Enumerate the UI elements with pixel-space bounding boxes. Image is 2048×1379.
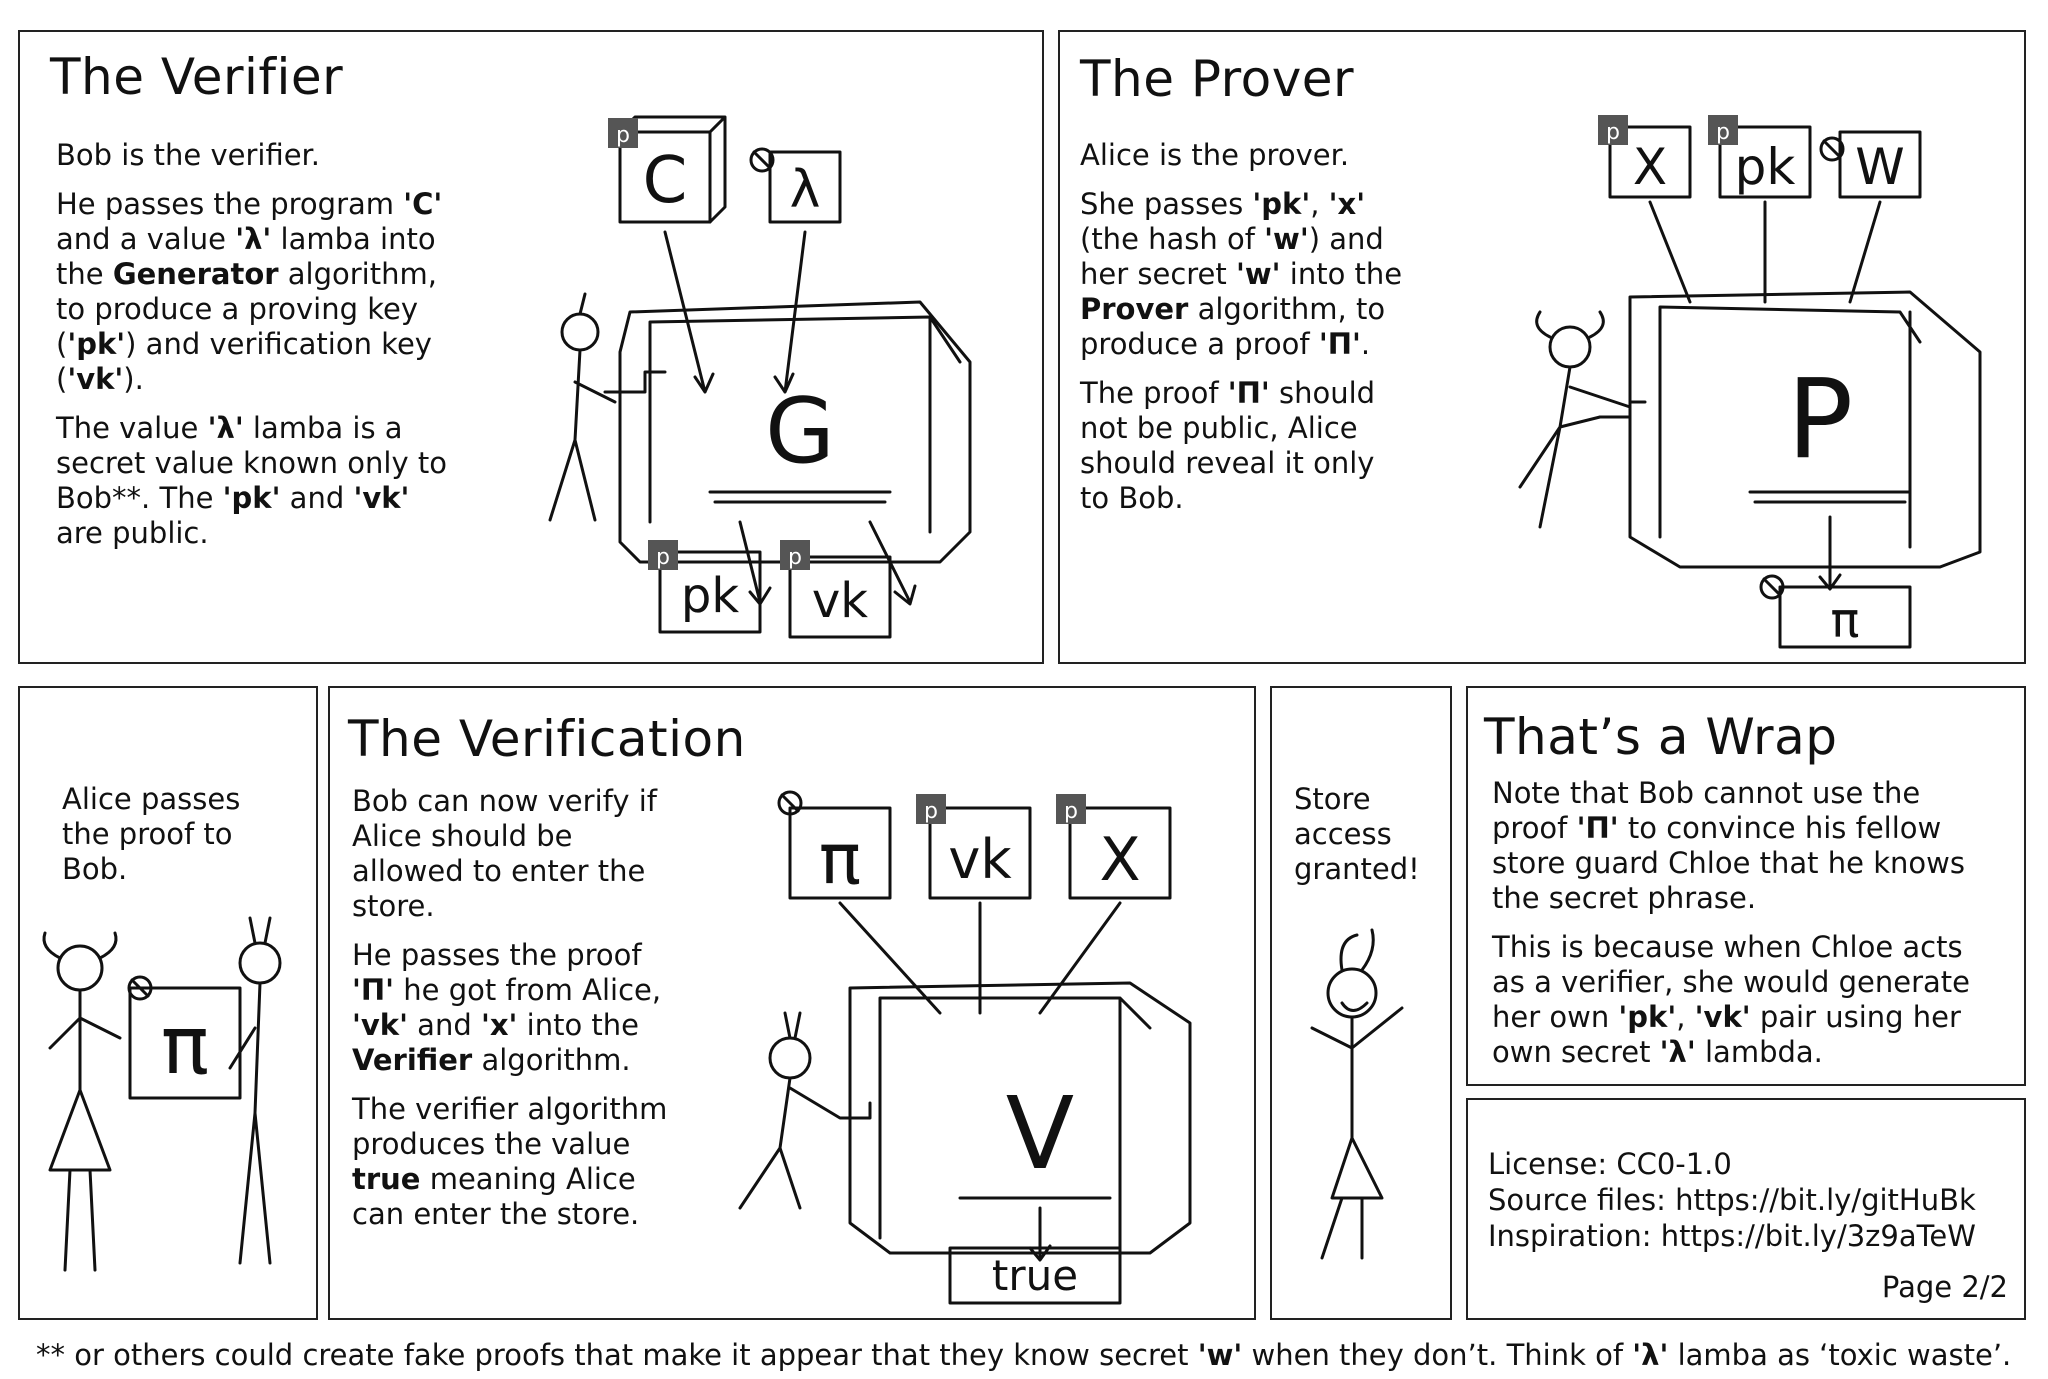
panel-prover: The Prover Alice is the prover. She pass… — [1058, 30, 2026, 664]
svg-text:p: p — [616, 123, 630, 148]
verification-illustration: π vk p X p V true — [710, 768, 1240, 1313]
panel-verification: The Verification Bob can now verify if A… — [328, 686, 1256, 1320]
paragraph: He passes the proof 'Π' he got from Alic… — [352, 938, 662, 1077]
svg-text:p: p — [1606, 120, 1620, 145]
inspiration-link[interactable]: Inspiration: https://bit.ly/3z9aTeW — [1488, 1219, 1976, 1253]
svg-text:λ: λ — [790, 160, 821, 220]
panel-title: The Verification — [348, 710, 746, 768]
generator-letter: G — [765, 379, 835, 484]
handoff-illustration: π — [30, 888, 310, 1308]
paragraph: He passes the program 'C' and a value 'λ… — [56, 187, 443, 396]
panel-title: That’s a Wrap — [1484, 708, 1838, 766]
svg-text:W: W — [1855, 138, 1904, 196]
celebration-illustration — [1282, 918, 1447, 1308]
panel-text: Bob can now verify if Alice should be al… — [352, 784, 692, 1246]
svg-text:X: X — [1099, 825, 1140, 895]
secret-icon — [749, 147, 775, 173]
input-card-c: C — [618, 115, 727, 224]
granted-text: Store access granted! — [1294, 782, 1420, 886]
handoff-text: Alice passes the proof to Bob. — [62, 782, 241, 886]
svg-text:C: C — [643, 144, 688, 218]
panel-verifier: The Verifier Bob is the verifier. He pas… — [18, 30, 1044, 664]
svg-text:π: π — [1831, 593, 1860, 649]
input-card-lambda: λ — [768, 150, 842, 224]
license-line: License: CC0-1.0 — [1488, 1147, 1732, 1181]
panel-title: The Verifier — [50, 48, 344, 106]
secret-icon — [127, 975, 153, 1001]
svg-text:vk: vk — [812, 573, 868, 629]
svg-text:p: p — [1716, 120, 1730, 145]
paragraph: The proof 'Π' should not be public, Alic… — [1080, 376, 1376, 515]
page-number: Page 2/2 — [1881, 1270, 2008, 1304]
prover-letter: P — [1787, 355, 1853, 483]
svg-text:X: X — [1633, 138, 1667, 196]
secret-icon — [777, 790, 803, 816]
panel-granted: Store access granted! — [1270, 686, 1452, 1320]
secret-icon — [1819, 136, 1845, 162]
svg-text:π: π — [819, 818, 861, 900]
public-badge-icon — [1598, 115, 1628, 145]
paragraph: Bob is the verifier. — [56, 138, 321, 172]
public-badge-icon — [916, 794, 946, 824]
verifier-letter: V — [1006, 1075, 1074, 1192]
prover-illustration: X p pk p W P π — [1430, 87, 2010, 657]
generator-illustration: C p λ G pk — [490, 82, 1010, 652]
paragraph: The verifier algorithm produces the valu… — [352, 1092, 668, 1231]
source-link[interactable]: Source files: https://bit.ly/gitHuBk — [1488, 1183, 1976, 1217]
svg-text:p: p — [788, 545, 802, 570]
panel-license: License: CC0-1.0 Source files: https://b… — [1466, 1098, 2026, 1320]
paragraph: This is because when Chloe acts as a ver… — [1492, 930, 1970, 1069]
panel-text: Alice is the prover. She passes 'pk', 'x… — [1080, 138, 1410, 530]
panel-text: Bob is the verifier. He passes the progr… — [56, 138, 456, 565]
paragraph: She passes 'pk', 'x' (the hash of 'w') a… — [1080, 187, 1403, 361]
paragraph: Alice is the prover. — [1080, 138, 1350, 172]
license-block: License: CC0-1.0 Source files: https://b… — [1488, 1146, 1976, 1254]
svg-text:pk: pk — [1735, 138, 1796, 196]
svg-text:pk: pk — [681, 568, 739, 624]
svg-text:vk: vk — [948, 828, 1012, 891]
panel-wrap: That’s a Wrap Note that Bob cannot use t… — [1466, 686, 2026, 1086]
svg-text:p: p — [656, 545, 670, 570]
panel-text: Note that Bob cannot use the proof 'Π' t… — [1492, 776, 1992, 1084]
panel-title: The Prover — [1080, 50, 1355, 108]
panel-handoff: Alice passes the proof to Bob. π — [18, 686, 318, 1320]
paragraph: Bob can now verify if Alice should be al… — [352, 784, 657, 923]
svg-text:π: π — [161, 999, 209, 1092]
svg-text:true: true — [992, 1251, 1078, 1300]
public-badge-icon — [608, 118, 638, 148]
paragraph: The value 'λ' lamba is a secret value kn… — [56, 411, 447, 550]
footnote: ** or others could create fake proofs th… — [36, 1338, 2012, 1372]
svg-text:p: p — [1064, 799, 1078, 824]
paragraph: Note that Bob cannot use the proof 'Π' t… — [1492, 776, 1965, 915]
svg-text:p: p — [924, 799, 938, 824]
